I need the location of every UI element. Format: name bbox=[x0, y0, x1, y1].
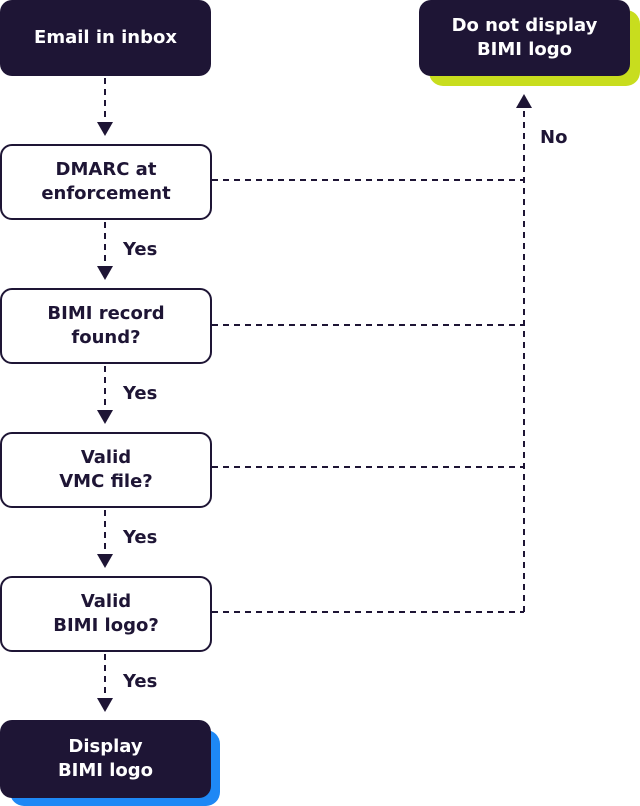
node-bimi-record-label: BIMI record found? bbox=[47, 303, 165, 348]
node-dmarc-label: DMARC at enforcement bbox=[41, 159, 171, 204]
node-vmc-label: Valid VMC file? bbox=[59, 447, 153, 492]
node-valid-logo-label: Valid BIMI logo? bbox=[53, 591, 159, 636]
yes-label-4: Yes bbox=[123, 671, 158, 692]
arrowhead-no-display bbox=[516, 94, 532, 108]
node-dmarc-at-enforcement: DMARC at enforcement bbox=[0, 144, 212, 220]
arrowhead-logo bbox=[97, 554, 113, 568]
arrowhead-display bbox=[97, 698, 113, 712]
arrowhead-vmc bbox=[97, 410, 113, 424]
yes-label-2: Yes bbox=[123, 383, 158, 404]
node-do-not-display-bimi-logo: Do not display BIMI logo bbox=[419, 0, 630, 76]
node-no-display-label: Do not display BIMI logo bbox=[451, 15, 598, 60]
node-bimi-record-found: BIMI record found? bbox=[0, 288, 212, 364]
node-display-bimi-logo: Display BIMI logo bbox=[0, 720, 211, 798]
yes-label-3: Yes bbox=[123, 527, 158, 548]
arrowhead-dmarc bbox=[97, 122, 113, 136]
node-display-label: Display BIMI logo bbox=[57, 736, 154, 781]
node-email-in-inbox-label: Email in inbox bbox=[34, 27, 177, 48]
node-email-in-inbox: Email in inbox bbox=[0, 0, 211, 76]
arrowhead-record bbox=[97, 266, 113, 280]
node-valid-vmc-file: Valid VMC file? bbox=[0, 432, 212, 508]
node-valid-bimi-logo: Valid BIMI logo? bbox=[0, 576, 212, 652]
yes-label-1: Yes bbox=[123, 239, 158, 260]
no-label: No bbox=[540, 127, 568, 148]
